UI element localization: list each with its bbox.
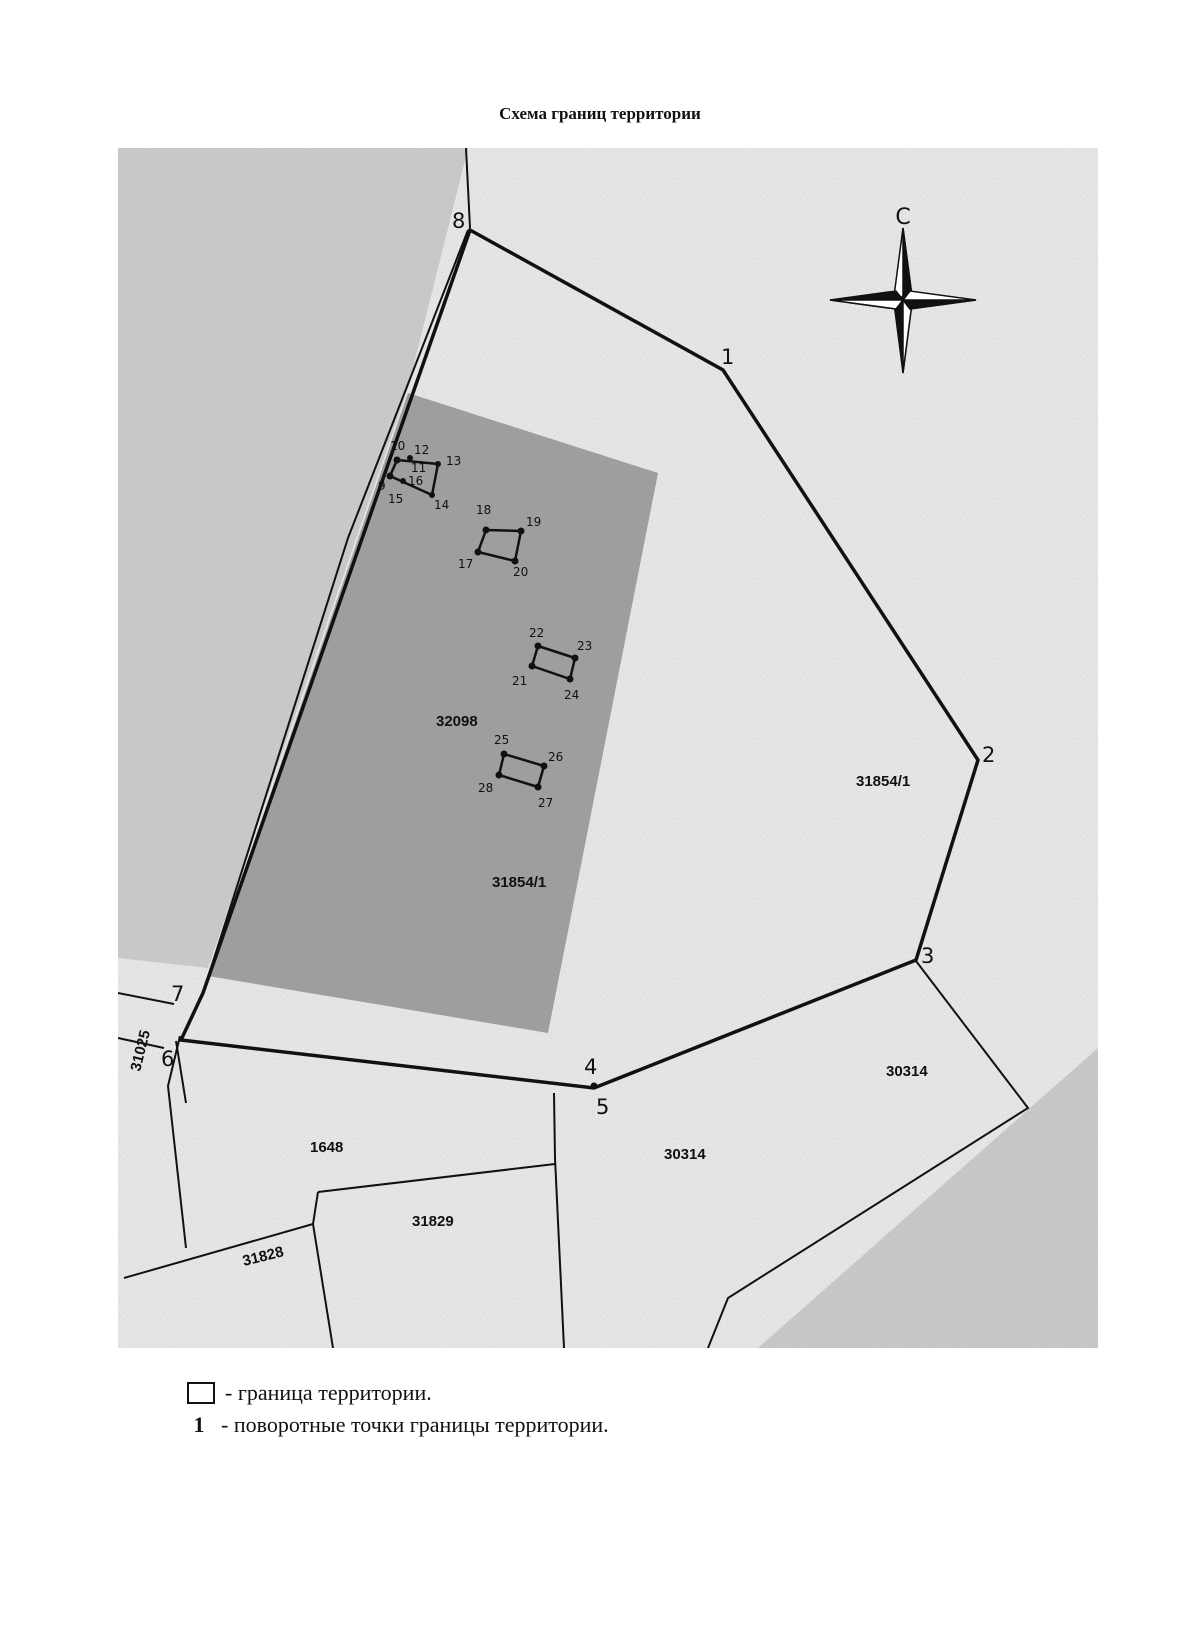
legend-points-text: - поворотные точки границы территории.	[221, 1412, 609, 1437]
territory-boundary	[178, 227, 980, 1090]
boundary-box-icon	[187, 1382, 215, 1404]
point-label-11: 11	[411, 461, 426, 475]
legend: - граница территории. 1 - поворотные точ…	[187, 1380, 987, 1450]
point-label-10: 10	[390, 439, 405, 453]
point-label-17: 17	[458, 557, 473, 571]
legend-row-points: 1 - поворотные точки границы территории.	[187, 1412, 609, 1438]
point-label-26: 26	[548, 750, 563, 764]
point-label-20: 20	[513, 565, 528, 579]
point-label-13: 13	[446, 454, 461, 468]
point-label-24: 24	[564, 688, 579, 702]
point-label-23: 23	[577, 639, 592, 653]
point-label-1: 1	[721, 345, 734, 369]
cadastral-lines	[118, 148, 1030, 1348]
map-svg: С 8 1 2 3 4 5 6 7 10 12 11 13 16 9 15	[118, 148, 1098, 1348]
main-point-labels: 8 1 2 3 4 5 6 7	[161, 209, 995, 1119]
compass-rose-icon	[829, 227, 977, 374]
point-label-22: 22	[529, 626, 544, 640]
parcel-label-32098: 32098	[436, 713, 478, 730]
point-label-6: 6	[161, 1047, 174, 1071]
point-label-5: 5	[596, 1095, 609, 1119]
point-label-2: 2	[982, 743, 995, 767]
point-label-25: 25	[494, 733, 509, 747]
legend-row-boundary: - граница территории.	[187, 1380, 432, 1406]
point-label-8: 8	[452, 209, 465, 233]
legend-point-example: 1	[193, 1412, 205, 1437]
scan-texture	[118, 148, 1098, 1348]
page-title: Схема границ территории	[499, 104, 701, 123]
parcel-label-31829: 31829	[412, 1213, 454, 1230]
parcel-label-30314-east: 30314	[886, 1063, 928, 1080]
parcel-label-1648: 1648	[310, 1139, 343, 1156]
point-label-19: 19	[526, 515, 541, 529]
point-label-28: 28	[478, 781, 493, 795]
point-label-4: 4	[584, 1055, 597, 1079]
parcel-label-31854-1-main: 31854/1	[856, 773, 910, 790]
point-label-14: 14	[434, 498, 449, 512]
point-label-21: 21	[512, 674, 527, 688]
small-point-labels: 10 12 11 13 16 9 15 14 18 19 17 20 22 23…	[378, 439, 592, 810]
legend-boundary-text: - граница территории.	[225, 1380, 432, 1405]
point-label-15: 15	[388, 492, 403, 506]
boundary-map: С 8 1 2 3 4 5 6 7 10 12 11 13 16 9 15	[118, 148, 1098, 1348]
point-label-27: 27	[538, 796, 553, 810]
parcel-label-31854-1-inner: 31854/1	[492, 874, 546, 891]
north-label: С	[895, 205, 910, 230]
point-label-12: 12	[414, 443, 429, 457]
point-label-3: 3	[921, 944, 934, 968]
turning-point-dots	[386, 455, 598, 1090]
point-label-18: 18	[476, 503, 491, 517]
point-label-7: 7	[171, 982, 184, 1006]
point-label-16: 16	[408, 474, 423, 488]
parcel-label-30314-south: 30314	[664, 1146, 706, 1163]
point-label-9: 9	[378, 479, 386, 493]
